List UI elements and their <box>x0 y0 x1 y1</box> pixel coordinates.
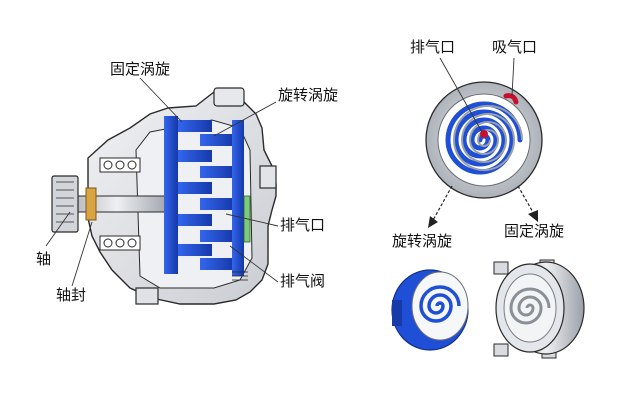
view-arrows <box>428 185 538 228</box>
spiral-top-view <box>425 57 543 228</box>
shaft-seal <box>85 187 97 221</box>
label-bottom-fixed-scroll: 固定涡旋 <box>504 222 565 240</box>
label-top-discharge-port: 排气口 <box>410 38 456 56</box>
valve-spring <box>232 271 248 281</box>
compressor-cross-section <box>45 77 279 305</box>
label-orbiting-scroll: 旋转涡旋 <box>278 86 339 104</box>
leader-lines-left <box>45 77 279 287</box>
orbiting-scroll-part <box>391 269 469 351</box>
right-lug <box>259 165 277 189</box>
label-discharge-valve: 排气阀 <box>280 272 326 290</box>
leader-lines-top <box>439 57 515 133</box>
label-shaft-seal: 轴封 <box>56 286 87 304</box>
scroll-set-section <box>164 116 244 276</box>
orbiting-scroll-edge <box>392 300 402 326</box>
fixed-scroll-part <box>493 259 585 359</box>
label-suction-port: 吸气口 <box>492 38 538 56</box>
label-bottom-orbiting-scroll: 旋转涡旋 <box>392 232 453 250</box>
label-shaft: 轴 <box>36 250 52 268</box>
fixed-spiral-path <box>452 105 523 171</box>
hub-splines <box>56 181 74 223</box>
suction-port-mark <box>503 93 519 105</box>
label-discharge-port: 排气口 <box>280 216 326 234</box>
shaft-hub <box>51 175 79 233</box>
mounting-foot <box>135 287 159 305</box>
bearings <box>99 157 141 251</box>
top-boss <box>213 87 245 107</box>
label-fixed-scroll: 固定涡旋 <box>110 60 171 78</box>
